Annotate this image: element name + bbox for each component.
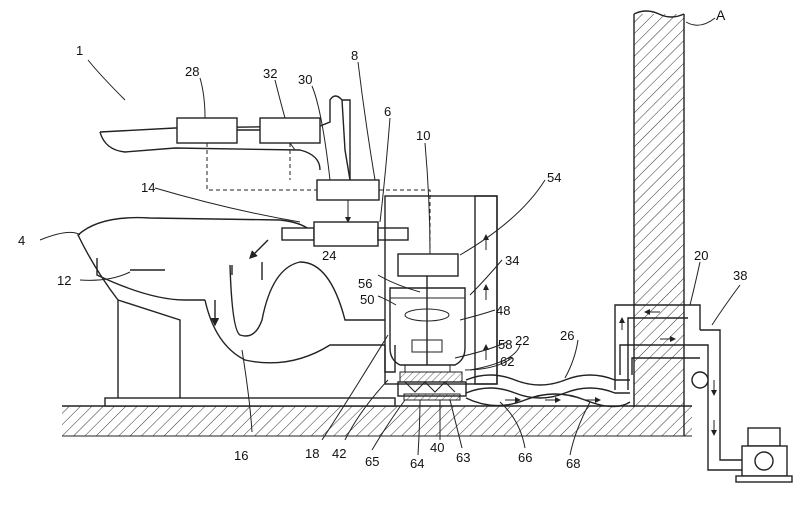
motor-box [397,253,459,277]
label-4: 4 [18,233,25,248]
label-10: 10 [416,128,430,143]
wall [633,10,685,436]
pipe-to-pump [691,329,745,471]
label-63: 63 [456,450,470,465]
box-32 [259,117,321,144]
label-20: 20 [694,248,708,263]
label-1: 1 [76,43,83,58]
label-6: 6 [384,104,391,119]
label-30: 30 [298,72,312,87]
valve-24 [281,221,409,247]
label-38: 38 [733,268,747,283]
label-24: 24 [322,248,336,263]
box-30 [316,179,380,201]
label-65: 65 [365,454,379,469]
label-56: 56 [358,276,372,291]
bracket-42 [384,345,396,373]
label-62: 62 [500,354,514,369]
control-lines [206,142,431,248]
label-66: 66 [518,450,532,465]
label-18: 18 [305,446,319,461]
label-68: 68 [566,456,580,471]
label-26: 26 [560,328,574,343]
label-22: 22 [515,333,529,348]
label-12: 12 [57,273,71,288]
pump-chamber [389,276,466,373]
label-28: 28 [185,64,199,79]
floor [62,405,692,437]
pump-38 [735,427,793,483]
label-64: 64 [410,456,424,471]
pipe-20 [614,304,701,390]
label-42: 42 [332,446,346,461]
hose [465,374,631,408]
label-14: 14 [141,180,155,195]
toilet-body [77,216,385,398]
label-32: 32 [263,66,277,81]
label-8: 8 [351,48,358,63]
label-54: 54 [547,170,561,185]
label-16: 16 [234,448,248,463]
label-58: 58 [498,337,512,352]
label-40: 40 [430,440,444,455]
leader-lines [39,17,741,456]
label-50: 50 [360,292,374,307]
label-48: 48 [496,303,510,318]
labels: 1 28 32 30 8 6 10 54 14 4 12 24 34 56 50… [18,7,747,471]
box-28 [176,117,238,144]
cutter-assembly [397,371,467,401]
label-A: A [716,7,726,23]
tank-lid [99,95,351,181]
label-34: 34 [505,253,519,268]
